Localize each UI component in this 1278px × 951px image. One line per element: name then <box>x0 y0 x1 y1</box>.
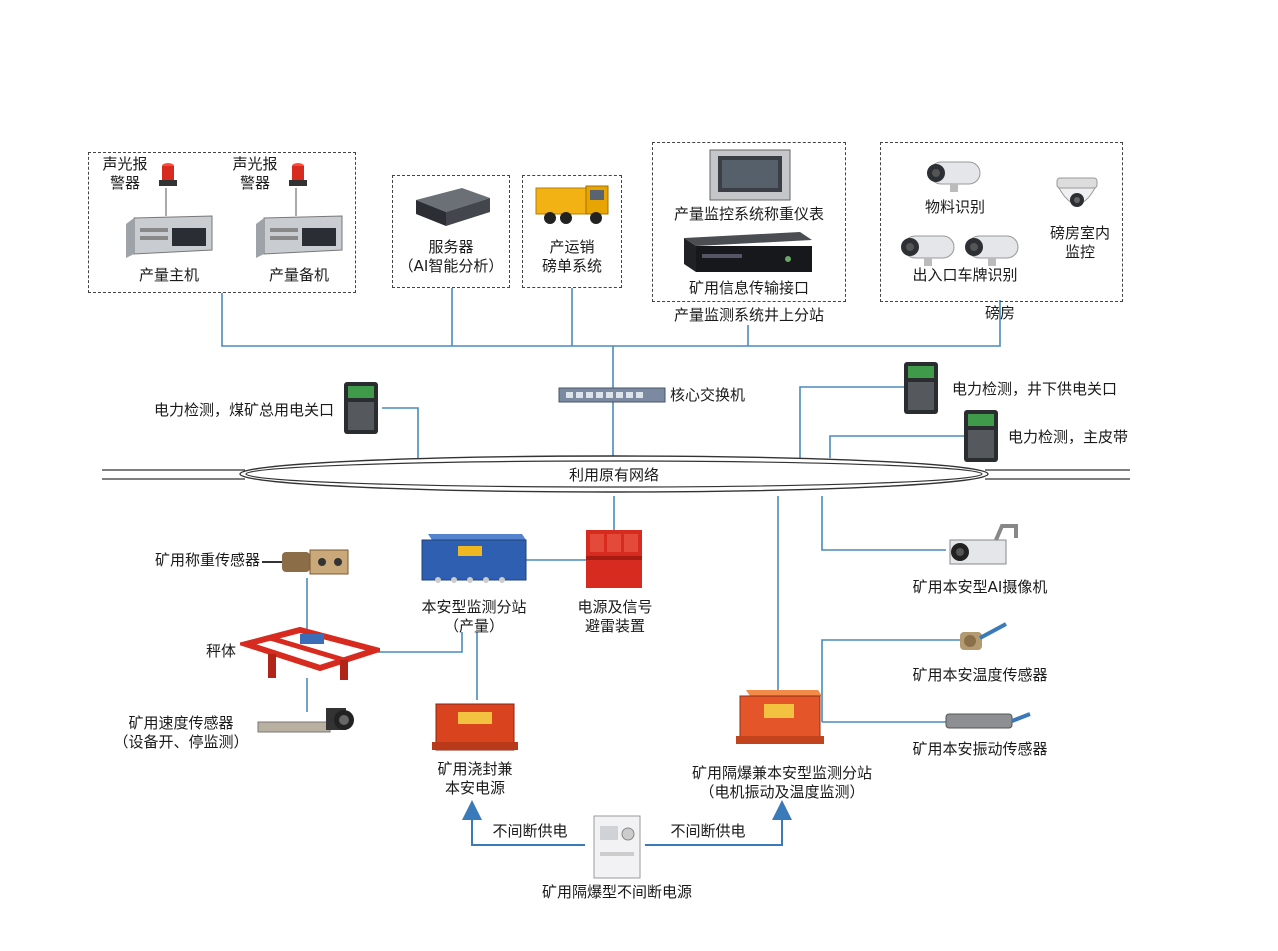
weigh-sensor-label: 矿用称重传感器 <box>154 551 260 569</box>
sales-group-box <box>522 175 622 288</box>
ups-left-label: 不间断供电 <box>492 822 568 840</box>
plate-id-label: 出入口车牌识别 <box>912 266 1018 284</box>
temp-sensor-link <box>821 639 960 722</box>
power-down-link <box>799 386 905 458</box>
surge-label: 电源及信号避雷装置 <box>577 598 653 635</box>
weigh-room-label: 磅房 <box>984 304 1015 322</box>
alarm-cable <box>295 188 297 216</box>
surge-protector-icon <box>586 530 642 588</box>
dome-camera-icon <box>1056 177 1098 207</box>
host-group-box <box>88 152 356 293</box>
potted-power-label: 矿用浇封兼本安电源 <box>437 760 513 797</box>
ai-camera-link <box>821 496 946 551</box>
power-down-label: 电力检测，井下供电关口 <box>952 380 1118 398</box>
power-meter-icon <box>904 362 938 414</box>
potted-power-supply-icon <box>432 703 518 751</box>
server-group-box <box>392 175 510 288</box>
speed-sensor-label: 矿用速度传感器（设备开、停监测） <box>113 714 249 751</box>
weigh-room-box <box>880 142 1123 302</box>
weighing-meter-icon <box>709 149 791 201</box>
top-bus-line <box>221 293 1001 347</box>
load-cell-icon <box>262 549 349 575</box>
ups-label: 矿用隔爆型不间断电源 <box>541 883 692 901</box>
backup-host-label: 产量备机 <box>268 266 329 284</box>
scale-station-link <box>378 632 463 653</box>
scale-body-label: 秤体 <box>205 642 236 660</box>
power-total-label: 电力检测，煤矿总用电关口 <box>153 401 334 419</box>
surface-station-label: 产量监测系统井上分站 <box>673 306 824 324</box>
bullet-camera-icon <box>901 235 955 266</box>
network-ring <box>102 455 1130 493</box>
temp-sensor-label: 矿用本安温度传感器 <box>912 666 1048 684</box>
alarm-label: 声光报警器 <box>232 155 278 192</box>
truck-icon <box>535 185 609 224</box>
ex-station-label: 矿用隔爆兼本安型监测分站（电机振动及温度监测） <box>691 764 872 801</box>
temperature-sensor-icon <box>960 622 1007 650</box>
is-monitoring-station-icon <box>421 534 527 583</box>
alarm-label: 声光报警器 <box>102 155 148 192</box>
alarm-lamp-icon <box>289 163 307 186</box>
ex-monitoring-station-icon <box>736 690 824 744</box>
main-host-label: 产量主机 <box>138 266 199 284</box>
server-label: 服务器（AI智能分析） <box>398 238 504 275</box>
power-belt-label: 电力检测，主皮带 <box>1008 428 1129 446</box>
vib-sensor-label: 矿用本安振动传感器 <box>912 740 1048 758</box>
scale-frame-icon <box>240 626 380 680</box>
sales-label: 产运销磅单系统 <box>541 238 602 275</box>
core-switch-icon <box>558 387 666 403</box>
ups-left-arrow <box>462 800 585 846</box>
ups-right-label: 不间断供电 <box>670 822 746 840</box>
server-icon <box>416 188 490 226</box>
alarm-cable <box>165 188 167 216</box>
ups-right-arrow <box>645 800 792 846</box>
speed-sensor-icon <box>257 708 354 733</box>
bullet-camera-icon <box>965 235 1019 266</box>
ups-icon <box>593 815 641 879</box>
transmission-interface-icon <box>684 232 812 272</box>
weigh-meter-label: 产量监控系统称重仪表 <box>673 205 824 223</box>
ai-camera-label: 矿用本安型AI摄像机 <box>912 578 1048 596</box>
power-belt-link <box>829 435 965 458</box>
ai-camera-icon <box>949 524 1018 565</box>
is-station-label: 本安型监测分站（产量） <box>421 598 527 635</box>
bullet-camera-icon <box>927 161 981 192</box>
vibration-sensor-icon <box>945 712 1031 729</box>
surface-station-box <box>652 142 846 302</box>
power-meter-icon <box>964 410 998 462</box>
room-monitor-label: 磅房室内监控 <box>1049 224 1110 261</box>
power-total-link <box>382 407 419 460</box>
power-meter-icon <box>344 382 378 434</box>
info-interface-label: 矿用信息传输接口 <box>688 279 809 297</box>
core-switch-label: 核心交换机 <box>670 386 746 404</box>
server-host-icon <box>256 215 343 258</box>
alarm-lamp-icon <box>159 163 177 186</box>
network-label: 利用原有网络 <box>568 466 659 484</box>
server-host-icon <box>126 215 213 258</box>
material-id-label: 物料识别 <box>924 198 985 216</box>
